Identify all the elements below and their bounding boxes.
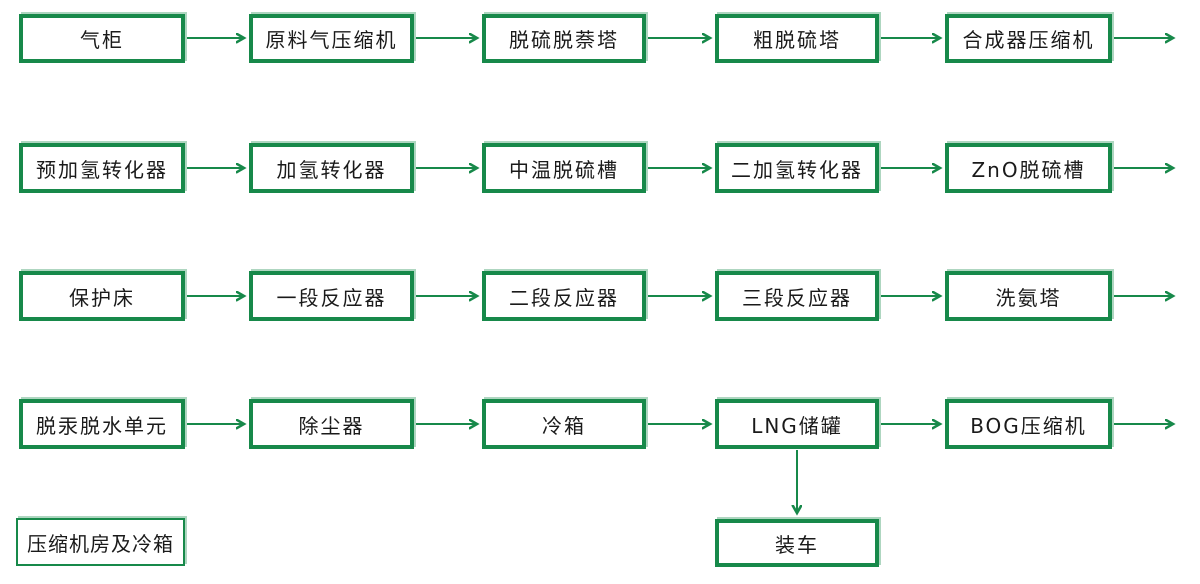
- flow-node-label: 二加氢转化器: [731, 157, 863, 182]
- flow-node-crude-desulfurization-tower: 粗脱硫塔: [715, 14, 879, 63]
- flow-node-label: LNG储罐: [751, 413, 843, 438]
- flow-node-desulfurization-denaphthalene-tower: 脱硫脱萘塔: [482, 14, 646, 63]
- flow-node-label: 冷箱: [542, 413, 586, 438]
- flow-node-label: ZnO脱硫槽: [971, 157, 1086, 182]
- flow-node-truck-loading: 装车: [715, 519, 879, 567]
- flow-node-label: 装车: [775, 532, 819, 557]
- flow-node-label: 合成器压缩机: [962, 28, 1095, 52]
- flow-node-first-stage-reactor: 一段反应器: [249, 271, 414, 321]
- flow-node-label: 气柜: [80, 28, 124, 52]
- flow-node-label: 脱汞脱水单元: [36, 413, 168, 438]
- flow-node-label: 中温脱硫槽: [509, 157, 619, 182]
- flow-node-pre-hydrogenation-converter: 预加氢转化器: [19, 143, 185, 193]
- flow-node-guard-bed: 保护床: [19, 271, 185, 321]
- flow-node-second-stage-reactor: 二段反应器: [482, 271, 646, 321]
- flow-node-lng-storage-tank: LNG储罐: [715, 399, 879, 449]
- flow-node-label: 加氢转化器: [276, 157, 387, 182]
- flow-node-label: 原料气压缩机: [265, 28, 398, 52]
- flow-node-ammonia-wash-tower: 洗氨塔: [945, 271, 1112, 321]
- flow-node-second-hydrogenation-converter: 二加氢转化器: [715, 143, 879, 193]
- flow-node-label: 除尘器: [298, 413, 365, 438]
- flow-node-label: 三段反应器: [742, 285, 852, 310]
- flow-node-cold-box: 冷箱: [482, 399, 646, 449]
- flow-node-dust-remover: 除尘器: [249, 399, 414, 449]
- flow-node-label: 压缩机房及冷箱: [27, 531, 174, 556]
- flow-node-feed-gas-compressor: 原料气压缩机: [249, 14, 414, 63]
- flow-node-synthesis-compressor: 合成器压缩机: [945, 14, 1112, 63]
- flow-node-label: 一段反应器: [276, 285, 387, 310]
- flow-node-label: BOG压缩机: [970, 413, 1087, 438]
- flow-node-bog-compressor: BOG压缩机: [945, 399, 1112, 449]
- flow-node-hydrogenation-converter: 加氢转化器: [249, 143, 414, 193]
- flow-node-label: 脱硫脱萘塔: [509, 28, 619, 52]
- flow-node-compressor-room-and-cold-box: 压缩机房及冷箱: [16, 518, 185, 566]
- flow-node-medium-temp-desulfurization-tank: 中温脱硫槽: [482, 143, 646, 193]
- flow-node-zno-desulfurization-tank: ZnO脱硫槽: [945, 143, 1112, 193]
- flow-node-label: 保护床: [69, 285, 135, 310]
- flow-node-label: 粗脱硫塔: [753, 28, 841, 52]
- flow-node-label: 预加氢转化器: [36, 157, 168, 182]
- flow-node-label: 洗氨塔: [995, 285, 1062, 310]
- flow-node-gas-holder: 气柜: [19, 14, 185, 63]
- flow-node-label: 二段反应器: [509, 285, 619, 310]
- flow-node-third-stage-reactor: 三段反应器: [715, 271, 879, 321]
- flow-node-mercury-water-removal-unit: 脱汞脱水单元: [19, 399, 185, 449]
